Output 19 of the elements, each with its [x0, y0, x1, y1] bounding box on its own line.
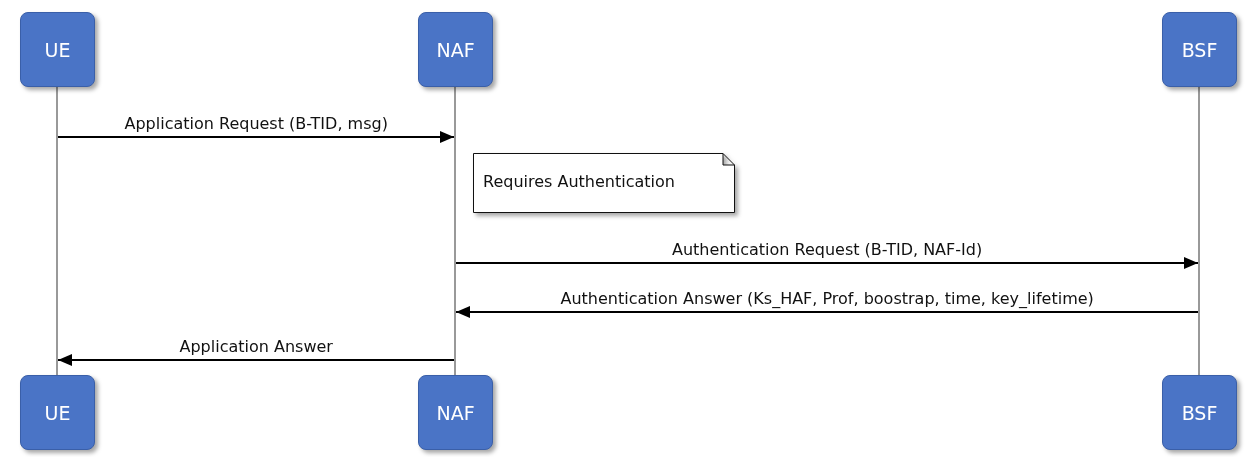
participant-box: UE — [20, 12, 95, 87]
message-label: Authentication Request (B-TID, NAF-Id) — [672, 241, 983, 259]
message-arrow — [57, 354, 455, 366]
message-arrow — [455, 306, 1199, 318]
lifeline — [56, 87, 58, 375]
message-label: Authentication Answer (Ks_HAF, Prof, boostrap, time, key_lifetime) — [560, 290, 1094, 308]
message-arrow — [455, 257, 1199, 269]
message-label: Application Request (B-TID, msg) — [124, 115, 388, 133]
lifeline — [1198, 87, 1200, 375]
note-box — [473, 153, 735, 213]
participant-box: BSF — [1162, 12, 1237, 87]
message-label: Application Answer — [179, 338, 333, 356]
participant-box: NAF — [418, 12, 493, 87]
participant-box: NAF — [418, 375, 493, 450]
message-arrow — [57, 131, 455, 143]
participant-box: UE — [20, 375, 95, 450]
note-text: Requires Authentication — [483, 172, 675, 191]
lifeline — [454, 87, 456, 375]
participant-box: BSF — [1162, 375, 1237, 450]
